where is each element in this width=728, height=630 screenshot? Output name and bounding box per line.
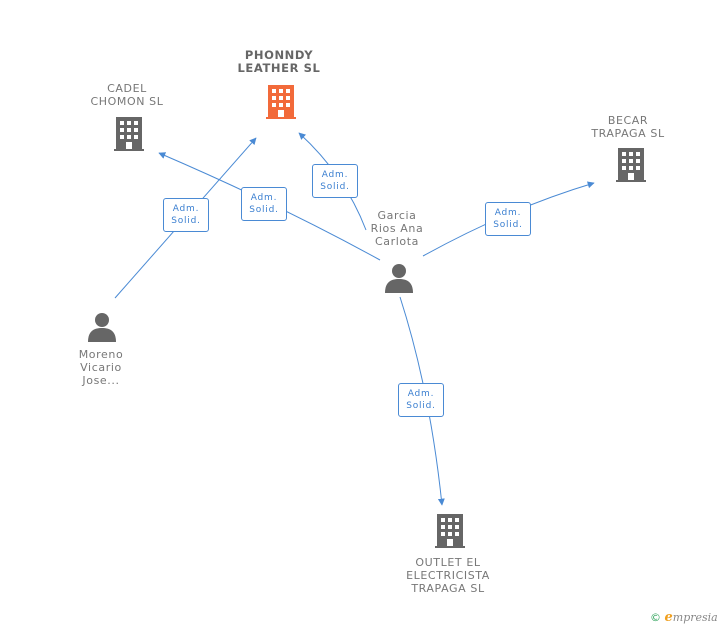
edge-label-garcia-outlet: Adm. Solid. [398, 383, 444, 417]
moreno-person-icon[interactable] [87, 312, 117, 342]
edge-label-garcia-becar: Adm. Solid. [485, 202, 531, 236]
cadel-label[interactable]: CADEL CHOMON SL [90, 82, 164, 108]
phonndy-label[interactable]: PHONNDY LEATHER SL [237, 48, 321, 75]
becar-building-icon[interactable] [615, 148, 647, 182]
becar-label[interactable]: BECAR TRAPAGA SL [591, 114, 665, 140]
brand-name: mpresia [672, 611, 718, 624]
empresia-watermark: © empresia [650, 610, 718, 625]
edge-label-moreno-phonndy: Adm. Solid. [163, 198, 209, 232]
copyright-icon: © [650, 611, 661, 624]
garcia-label[interactable]: Garcia Rios Ana Carlota [370, 209, 424, 248]
edge-label-garcia-phonndy: Adm. Solid. [312, 164, 358, 198]
brand-initial: e [664, 610, 673, 625]
outlet-label[interactable]: OUTLET EL ELECTRICISTA TRAPAGA SL [406, 556, 490, 595]
cadel-building-icon[interactable] [113, 117, 145, 151]
garcia-person-icon[interactable] [384, 263, 414, 293]
moreno-label[interactable]: Moreno Vicario Jose... [78, 348, 124, 387]
outlet-building-icon[interactable] [434, 514, 466, 548]
edge-label-garcia-cadel: Adm. Solid. [241, 187, 287, 221]
phonndy-building-icon[interactable] [265, 85, 297, 119]
